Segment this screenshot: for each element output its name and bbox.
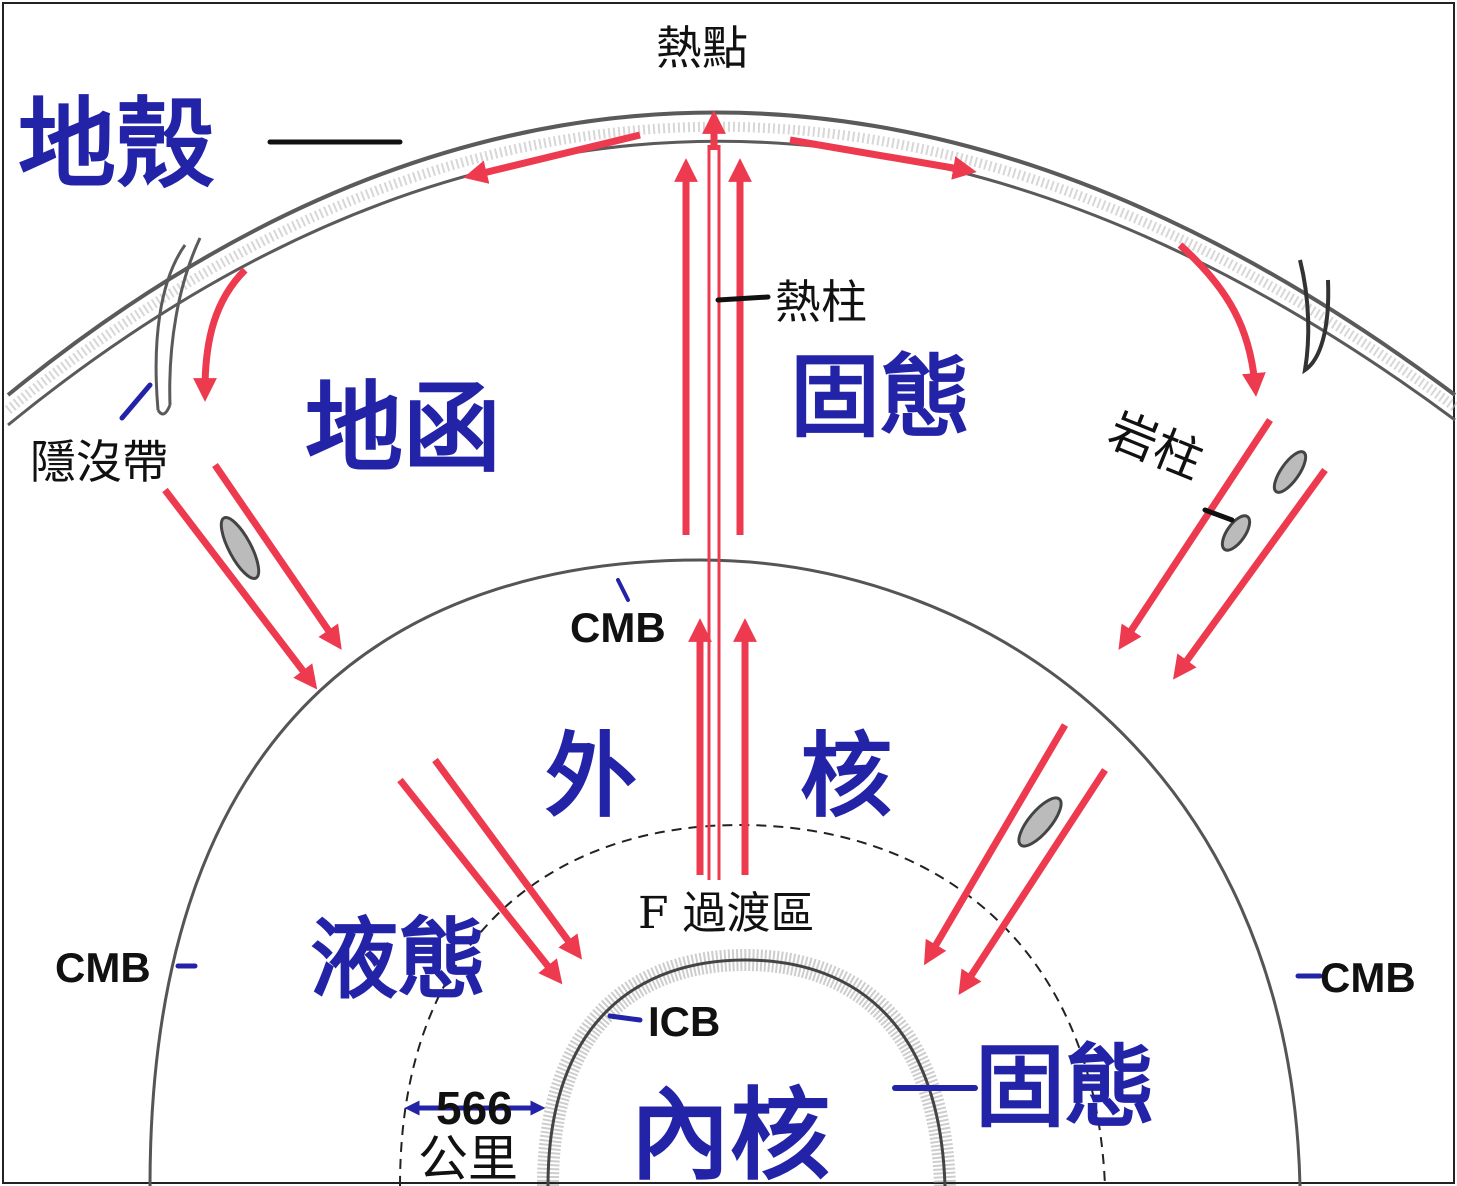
cmb-left-label: CMB <box>55 944 151 991</box>
arrow-subduct-down <box>193 267 248 402</box>
cmb-right-label: CMB <box>1320 954 1416 1001</box>
crust-layer <box>4 110 1457 427</box>
inner-core-label: 內核 <box>630 1076 830 1186</box>
subduction-label: 隱沒帶 <box>30 435 168 489</box>
thickness-value: 566 <box>436 1082 513 1134</box>
crust-label: 地殼 <box>18 87 215 202</box>
arrow-right-down <box>1177 242 1266 397</box>
plume-leader <box>715 294 771 303</box>
inner-core-state-label: 固態 <box>975 1034 1155 1140</box>
leader-lines <box>119 139 1323 1116</box>
plume-conduit <box>707 145 721 880</box>
inner-core-boundary <box>537 948 956 1186</box>
mantle-state-label: 固態 <box>790 344 970 450</box>
convection-arrows <box>162 110 1328 995</box>
arrow-spread-left <box>463 131 641 184</box>
icb-leader <box>607 1013 643 1023</box>
arrow-outer-left-2 <box>432 757 583 960</box>
arrow-outer-right-1 <box>923 723 1069 966</box>
f-transition-label: F 過渡區 <box>638 888 815 939</box>
column-leader <box>1202 507 1235 523</box>
cmb-top-leader <box>616 578 630 602</box>
cmb-top-label: CMB <box>570 604 666 651</box>
arrow-column-2 <box>1173 467 1328 680</box>
icb-label: ICB <box>648 998 720 1045</box>
hotspot-label: 熱點 <box>656 21 748 75</box>
arrow-column-1 <box>1118 418 1273 650</box>
arrow-slab-1 <box>162 487 318 690</box>
core-mantle-boundary <box>148 558 1302 1186</box>
outer-core-label-1: 外 <box>545 722 637 830</box>
plume-label: 熱柱 <box>775 275 867 329</box>
f-transition-boundary <box>399 823 1106 1186</box>
rock-blobs <box>219 450 1308 848</box>
arrow-spread-right <box>789 136 977 180</box>
arrow-slab-2 <box>212 463 342 650</box>
outer-core-label-2: 核 <box>800 722 892 830</box>
thickness-unit: 公里 <box>418 1130 518 1186</box>
mantle-label: 地函 <box>305 371 501 486</box>
rock-column-label: 岩柱 <box>1101 402 1211 490</box>
outer-core-state-label: 液態 <box>310 907 486 1011</box>
arrow-outer-left-1 <box>397 777 563 985</box>
arrow-outer-right-2 <box>958 768 1108 995</box>
subduction-leader <box>119 382 153 421</box>
